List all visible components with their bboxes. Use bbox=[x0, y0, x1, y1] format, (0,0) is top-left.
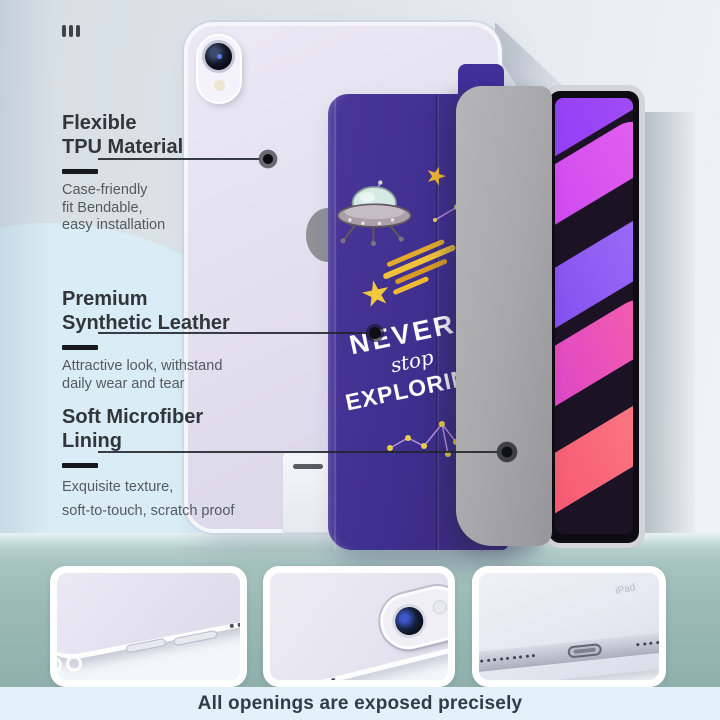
callout-title: Flexible bbox=[62, 112, 137, 134]
case-surface bbox=[270, 573, 448, 680]
callout-description: Case-friendly fit Bendable, easy install… bbox=[62, 182, 166, 233]
tablet-back-surface: iPad bbox=[479, 573, 659, 680]
leader-line bbox=[98, 451, 499, 453]
callout-description: Exquisite texture, soft-to-touch, scratc… bbox=[62, 479, 235, 519]
camera-flash-icon bbox=[214, 80, 225, 91]
corner-bumper bbox=[57, 655, 64, 674]
callout-rule bbox=[62, 168, 322, 174]
camera-lens-icon bbox=[202, 40, 235, 73]
lens-glint bbox=[217, 54, 222, 59]
camera-flash-icon bbox=[431, 598, 448, 616]
leader-line bbox=[98, 158, 260, 160]
callout-microfiber-lining: Soft Microfiber Lining Exquisite texture… bbox=[62, 405, 322, 523]
callout-title: Synthetic Leather bbox=[62, 312, 230, 334]
callout-description: Attractive look, withstand daily wear an… bbox=[62, 358, 223, 392]
camera-module bbox=[196, 34, 242, 104]
volume-button bbox=[173, 629, 218, 647]
usb-c-port bbox=[567, 643, 603, 659]
smart-cover-back bbox=[456, 86, 552, 546]
photo-content bbox=[270, 573, 448, 680]
speaker-holes bbox=[302, 677, 335, 680]
caption-banner: All openings are exposed precisely bbox=[0, 687, 720, 720]
corner-bumper bbox=[64, 654, 84, 674]
tablet-mini-clear-case bbox=[544, 86, 644, 548]
pointer-dot-lining bbox=[495, 440, 519, 464]
case-button-slot bbox=[293, 464, 323, 469]
volume-button bbox=[125, 637, 167, 654]
background-shade bbox=[0, 0, 52, 540]
camera-module bbox=[374, 580, 448, 656]
cover-fold-seam bbox=[436, 94, 439, 550]
callout-title: Soft Microfiber bbox=[62, 406, 204, 428]
photo-bottom-ports: iPad bbox=[472, 566, 666, 687]
device-engraving: iPad bbox=[614, 582, 637, 598]
tablet-mini-screen bbox=[555, 98, 633, 534]
pointer-dot-tpu bbox=[257, 148, 279, 170]
callout-synthetic-leather: Premium Synthetic Leather Attractive loo… bbox=[62, 287, 322, 393]
callout-title: Lining bbox=[62, 430, 122, 452]
photo-content bbox=[57, 573, 240, 680]
photo-content: iPad bbox=[479, 573, 659, 680]
speaker-holes bbox=[480, 653, 536, 663]
callout-rule bbox=[62, 344, 322, 350]
speaker-holes bbox=[229, 618, 240, 628]
leader-line bbox=[98, 332, 367, 334]
caption-text: All openings are exposed precisely bbox=[197, 693, 523, 714]
photo-camera-cutout bbox=[263, 566, 455, 687]
callout-tpu-material: Flexible TPU Material Case-friendly fit … bbox=[62, 111, 322, 235]
ufo-icon bbox=[336, 180, 412, 246]
callout-rule bbox=[62, 462, 322, 468]
cover-fold-seam bbox=[334, 94, 336, 550]
callout-title: Premium bbox=[62, 288, 148, 310]
wall-shadow-right bbox=[645, 112, 695, 548]
case-surface bbox=[57, 573, 240, 674]
speaker-holes bbox=[636, 638, 659, 647]
camera-lens-icon bbox=[388, 600, 430, 642]
three-bars-icon bbox=[62, 25, 80, 37]
device-bottom-edge bbox=[479, 628, 659, 674]
pointer-dot-leather bbox=[365, 323, 385, 343]
photo-side-buttons bbox=[50, 566, 247, 687]
wallpaper-stripe bbox=[555, 382, 633, 530]
callout-title: TPU Material bbox=[62, 136, 184, 158]
